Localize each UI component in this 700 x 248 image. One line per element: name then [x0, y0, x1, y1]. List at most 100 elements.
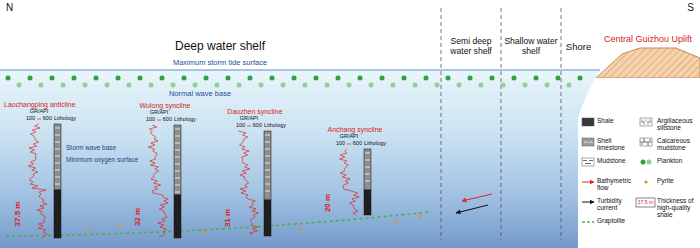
gr-log-curve: [238, 131, 259, 235]
thickness-value: 20 m: [324, 193, 332, 211]
plankton-symbol: [248, 76, 253, 81]
plankton-symbol: [171, 83, 176, 88]
legend-text: Pyrite: [657, 177, 697, 184]
gr-scale-line: [157, 120, 161, 121]
legend-swatch: [636, 198, 655, 207]
plankton-symbol: [325, 83, 330, 88]
legend-swatch: [582, 158, 594, 166]
plankton-symbol: [413, 83, 418, 88]
legend-text: Thickness of high-quality shale: [657, 197, 697, 218]
legend-sample: [582, 138, 594, 146]
zone-band: Shore: [561, 36, 596, 58]
gr-log-curve: [149, 125, 169, 237]
plankton-symbol: [336, 76, 341, 81]
plankton-symbol: [545, 83, 550, 88]
scale-value: 100: [146, 117, 155, 123]
plankton-symbol: [39, 83, 44, 88]
plankton-symbol: [138, 76, 143, 81]
lithology-stripe: [265, 149, 270, 150]
axis-label: GR/API: [30, 109, 49, 115]
plankton-symbol: [127, 83, 132, 88]
plankton-symbol: [259, 83, 264, 88]
lithology-stripe: [365, 153, 370, 154]
legend-sample: [644, 180, 647, 183]
scale-value: 100: [336, 141, 345, 147]
axis-label: GR/API: [340, 134, 359, 140]
surface-label: Maximum storm tide surface: [173, 59, 267, 67]
plankton-symbol: [512, 76, 517, 81]
uplift-hill: [596, 48, 700, 78]
plankton-symbol: [149, 83, 154, 88]
lithology-stripe: [55, 170, 60, 171]
legend-arrow: [582, 182, 594, 183]
landform-title: Central Guizhou Uplift: [604, 34, 692, 44]
lithology-stripe: [175, 178, 180, 179]
legend-pattern: [643, 123, 644, 124]
plankton-symbol: [534, 76, 539, 81]
gr-log-curve: [339, 149, 359, 215]
lithology-stripe: [55, 149, 60, 150]
lithology-stripe: [265, 184, 270, 185]
shale-interval: [364, 190, 371, 215]
plankton-symbol: [556, 76, 561, 81]
lithology-stripe: [55, 128, 60, 129]
zone-divider: [561, 8, 562, 240]
plankton-symbol: [479, 83, 484, 88]
thickness-value: 31 m: [224, 209, 232, 227]
plankton-symbol: [215, 83, 220, 88]
plankton-symbol: [523, 83, 528, 88]
gr-scale-line: [347, 144, 351, 145]
zone-title: Shore: [566, 42, 591, 53]
plankton-symbol: [182, 76, 187, 81]
lithology-column: [264, 131, 271, 200]
pyrite-symbol: [299, 228, 302, 231]
pyrite-symbol: [117, 225, 120, 228]
lithology-stripe: [175, 192, 180, 193]
zone-divider: [501, 8, 502, 240]
sea-water: [0, 70, 600, 248]
graptolite-layer: [6, 212, 430, 236]
legend-text: Argillaceous siltstone: [657, 117, 697, 131]
zone-band: Semi deep water shelf: [441, 34, 501, 60]
scale-value: 600: [163, 117, 172, 123]
legend-pattern: [641, 122, 645, 123]
legend-sample: [582, 202, 594, 203]
thickness-value: 32 m: [134, 207, 142, 225]
lithology-stripe: [265, 170, 270, 171]
pyrite-symbol: [204, 231, 207, 234]
surface-label: Storm wave base: [66, 145, 116, 152]
lithology-stripe: [265, 177, 270, 178]
lithology-stripe: [365, 160, 370, 161]
axis-label: GR/API: [150, 110, 169, 116]
plankton-symbol: [380, 76, 385, 81]
legend-sample: [582, 158, 594, 166]
lithology-stripe: [365, 174, 370, 175]
legend-pattern: [645, 119, 646, 120]
plankton-symbol: [457, 83, 462, 88]
legend-swatch: [640, 118, 652, 126]
gr-scale-line: [247, 126, 251, 127]
scale-value: 600: [43, 116, 52, 122]
legend-pattern: [648, 142, 649, 146]
zone-band: Deep water shelf: [0, 36, 440, 58]
legend-pattern: [582, 221, 594, 223]
lithology-column: [174, 125, 181, 195]
axis-label: GR/API: [240, 116, 259, 122]
legend-text: Calcareous mudstone: [657, 137, 697, 151]
legend-pattern: [585, 163, 591, 164]
legend-text: Graptolite: [597, 217, 633, 224]
legend-sample: [640, 138, 652, 146]
well-name: Anchang syncline: [328, 126, 383, 133]
gr-scale-line: [37, 119, 41, 120]
legend-text: Turbidity current: [597, 197, 633, 211]
zone-title: Shallow water shelf: [501, 37, 561, 57]
lithology-stripe: [265, 191, 270, 192]
legend-arrow: [582, 202, 594, 203]
lithology-stripe: [175, 185, 180, 186]
legend-pattern: [641, 160, 646, 165]
plankton-symbol: [369, 83, 374, 88]
lithology-stripe: [175, 150, 180, 151]
zone-title: Deep water shelf: [175, 40, 265, 54]
plankton-symbol: [72, 76, 77, 81]
